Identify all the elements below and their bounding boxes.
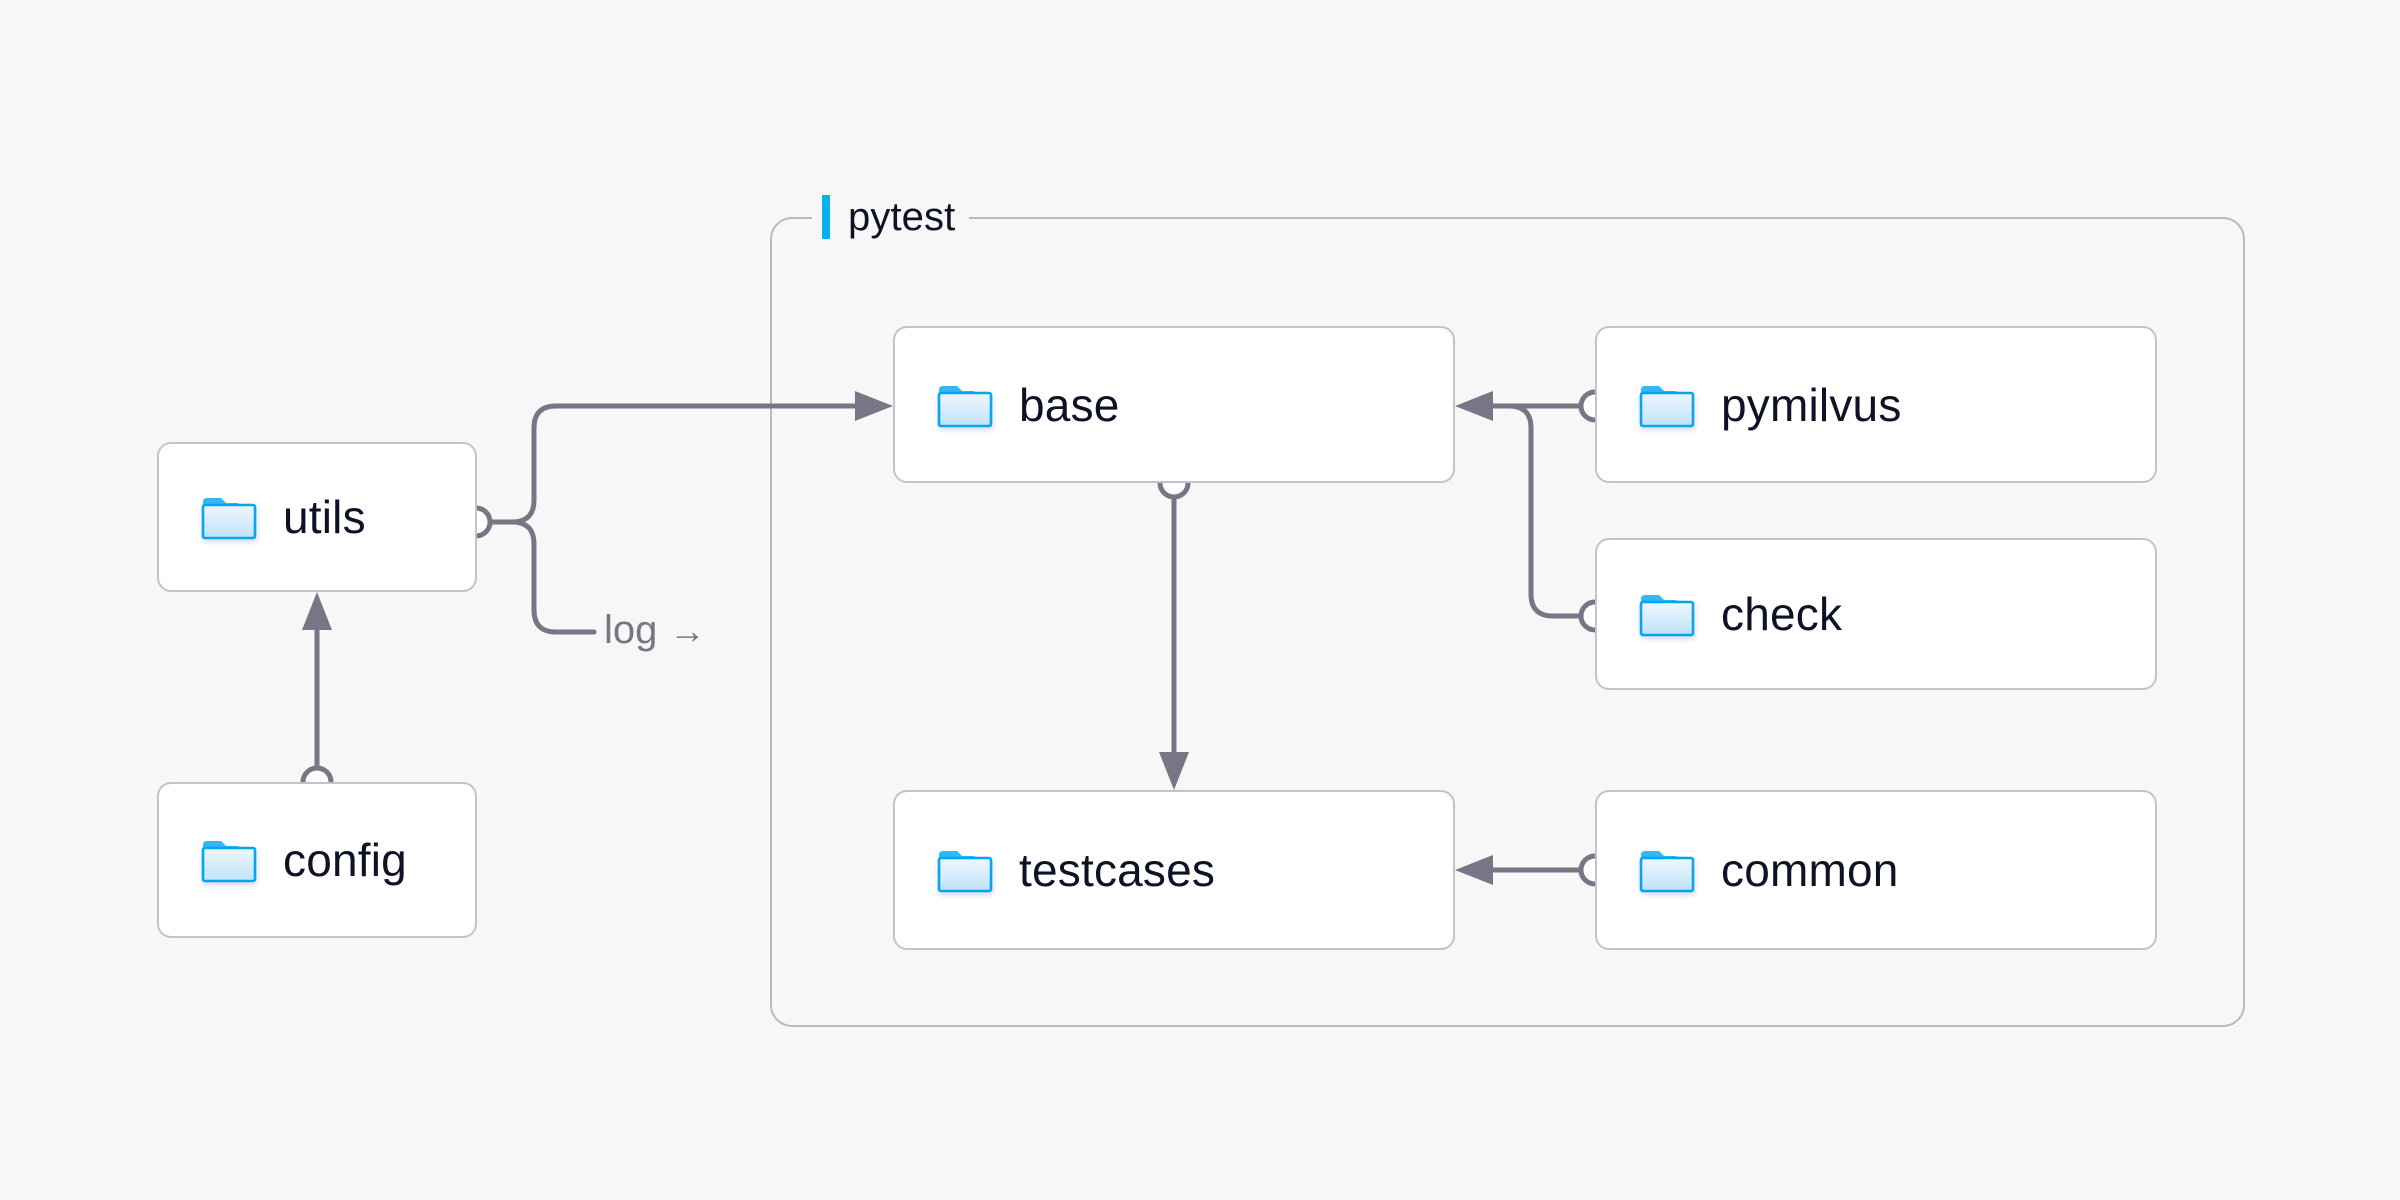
folder-icon bbox=[201, 498, 257, 540]
vertical-bar-icon bbox=[822, 195, 830, 239]
node-label: base bbox=[1019, 378, 1120, 431]
folder-icon bbox=[201, 841, 257, 883]
group-container-pytest bbox=[770, 217, 2245, 1027]
node-label: testcases bbox=[1019, 844, 1216, 896]
node-common[interactable]: common bbox=[1595, 790, 2157, 950]
node-pymilvus[interactable]: pymilvus bbox=[1595, 326, 2157, 483]
node-label: config bbox=[283, 834, 407, 886]
edge-label-log-text: log bbox=[604, 608, 658, 652]
folder-icon bbox=[1639, 851, 1695, 893]
folder-icon bbox=[937, 385, 993, 427]
folder-icon bbox=[937, 851, 993, 893]
arrow-head-config-to-utils bbox=[302, 592, 332, 630]
node-base[interactable]: base bbox=[893, 326, 1455, 483]
node-label: common bbox=[1721, 844, 1899, 896]
node-testcases[interactable]: testcases bbox=[893, 790, 1455, 950]
folder-icon bbox=[1639, 595, 1695, 637]
node-check[interactable]: check bbox=[1595, 538, 2157, 690]
folder-icon bbox=[1639, 385, 1695, 427]
node-config[interactable]: config bbox=[157, 782, 477, 938]
node-label: utils bbox=[283, 491, 366, 543]
node-label: pymilvus bbox=[1721, 378, 1902, 431]
edge-utils-to-log bbox=[487, 519, 597, 635]
edge-label-log: log → bbox=[604, 608, 705, 653]
node-utils[interactable]: utils bbox=[157, 442, 477, 592]
group-label-pytest: pytest bbox=[812, 190, 970, 244]
arrow-right-icon: → bbox=[669, 609, 706, 651]
node-label: check bbox=[1721, 588, 1843, 640]
group-title: pytest bbox=[848, 195, 956, 239]
